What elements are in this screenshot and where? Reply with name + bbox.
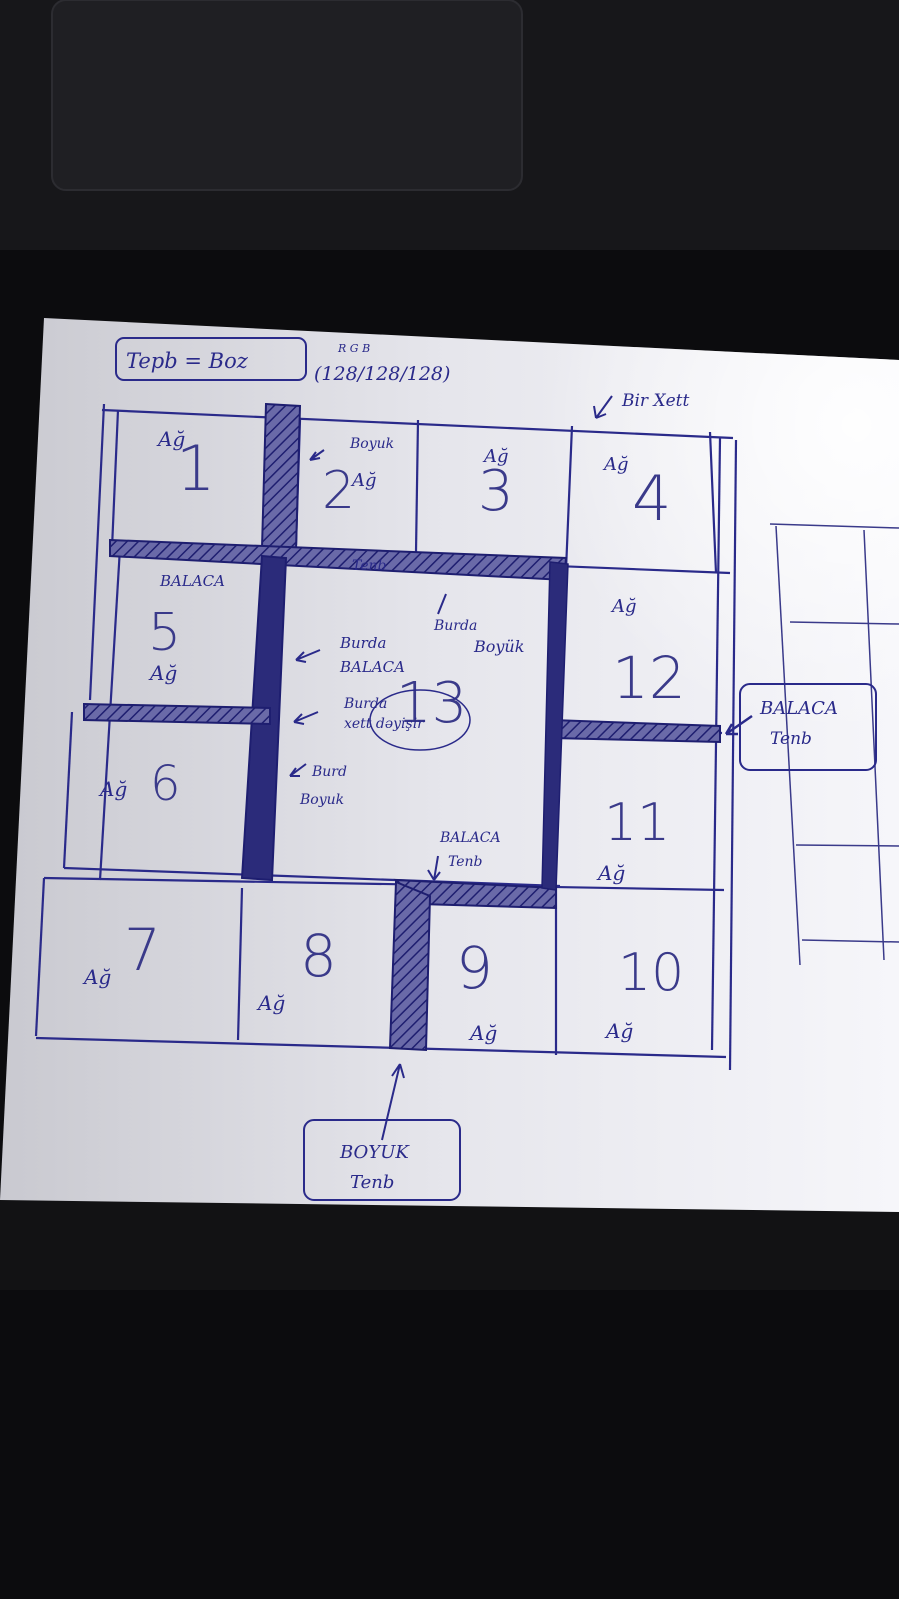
cell-7-word: Ağ [82,965,111,989]
cell-5-note: BALACA [159,572,225,590]
arrow-icon [295,649,321,663]
cell-3-number: 3 [478,459,514,524]
burda-xett-line1: Burda [343,696,387,712]
bottom-note-box [303,1119,461,1201]
rgb-letters: R G B [337,342,370,355]
burda-balaca-line2: BALACA [339,658,405,676]
burda-boyuk-line2: Boyük [473,637,524,656]
desk-edge [0,1200,899,1290]
rgb-values: (128/128/128) [314,363,450,385]
cell-1-number: 1 [176,432,215,505]
balaca-tenb-line1: BALACA [439,830,501,846]
wall-8-9 [388,880,432,1052]
legend-text: Tepb = Boz [126,349,249,373]
cell-12-word: Ağ [610,596,637,617]
arrow-icon [289,763,307,777]
cell-7-number: 7 [124,916,161,984]
bottom-note-line2: Tenb [350,1172,394,1193]
cell-10-number: 10 [618,943,684,1003]
legend: Tepb = Boz R G B (128/128/128) Bir Xett [115,337,689,419]
balaca-tenb-line2: Tenb [448,854,483,870]
cell-9-word: Ağ [468,1021,497,1045]
cell-11-number: 11 [604,793,670,853]
arrow-icon [427,855,441,881]
burd-boyuk-line1: Burd [311,764,347,780]
wall-5-6 [83,702,271,726]
wall-right-middle [541,561,569,891]
cell-1-word: Ağ [156,427,185,451]
cell-11-word: Ağ [596,861,625,885]
burda-xett-line2: xett dəyişir [344,716,425,732]
cell-8-word: Ağ [256,991,285,1015]
wall-1-2 [260,402,302,552]
cell-4-number: 4 [632,462,671,535]
burd-boyuk-line2: Boyuk [299,792,344,808]
annotations: Tenb Burda Boyük Burda BALACA Burda xett… [289,558,877,1201]
burda-boyuk-line1: Burda [433,618,477,634]
cell-10-word: Ağ [604,1019,633,1043]
right-note-line1: BALACA [759,698,838,719]
arrow-icon [437,593,447,615]
right-note-box [739,683,877,771]
side-sketch [769,523,899,966]
cell-9-number: 9 [456,934,493,1002]
cell-12-number: 12 [612,644,686,712]
laptop-trackpad [51,0,523,191]
cell-13-number: 13 [396,671,467,736]
cell-2-word: Ağ [350,470,377,491]
cell-8-number: 8 [300,922,337,990]
circle-mark [369,689,471,751]
top-band-label: Tenb [352,558,387,574]
arrow-icon [293,711,319,725]
cell-2-note: Boyuk [349,436,394,452]
legend-box [115,337,307,381]
paper-sheet [0,318,899,1212]
right-note-line2: Tenb [770,729,812,749]
cell-3-word: Ağ [482,446,509,467]
arrow-icon [593,395,613,419]
cells: 1 Ağ 2 Ağ Boyuk 3 Ağ 4 Ağ BALACA 5 Ağ Ağ… [82,427,686,1045]
arrow-icon [309,449,325,461]
burda-balaca-line1: Burda [339,634,386,652]
cell-6-word: Ağ [98,777,127,801]
cell-5-word: Ağ [148,661,177,685]
bir-xett-label: Bir Xett [621,391,689,411]
hatched-walls [83,402,721,1052]
cell-2-number: 2 [322,461,355,521]
bottom-note-line1: BOYUK [339,1142,410,1163]
arrow-icon [381,1063,405,1141]
cell-4-word: Ağ [602,454,629,475]
cell-5-number: 5 [148,603,181,663]
arrow-icon [724,714,753,736]
cell-6-number: 6 [150,756,181,812]
